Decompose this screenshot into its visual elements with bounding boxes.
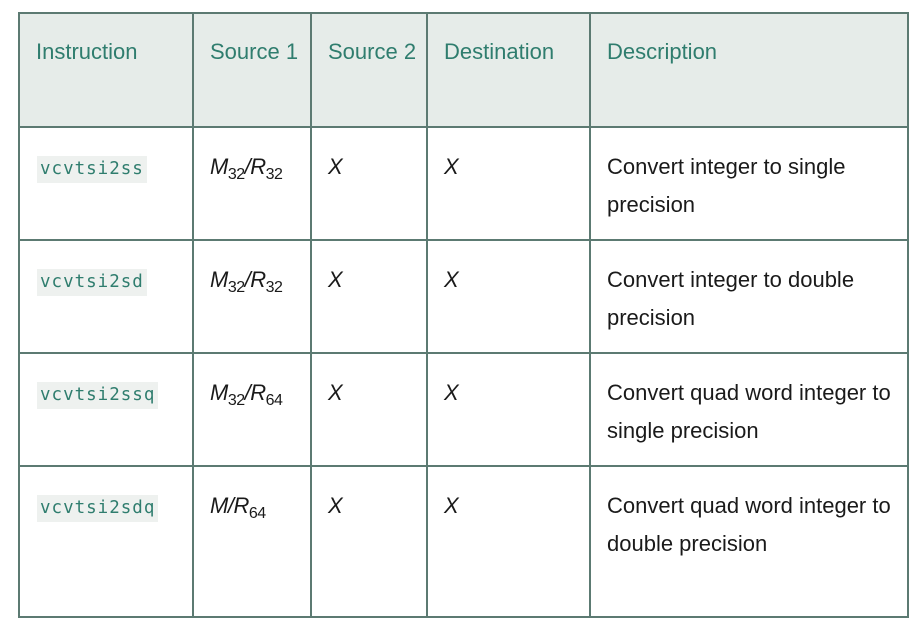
header-description: Description — [589, 12, 909, 128]
instruction-cell: vcvtsi2sd — [18, 239, 194, 354]
header-instruction: Instruction — [18, 12, 194, 128]
operand-main: M — [210, 380, 228, 405]
source-2-cell: X — [310, 239, 428, 354]
operand-main: R — [250, 267, 266, 292]
operand-notation: M32/R32 — [210, 267, 283, 296]
operand-subscript: 64 — [248, 505, 266, 522]
instruction-code: vcvtsi2ss — [37, 156, 147, 183]
source-2-value: X — [328, 493, 343, 518]
header-source-1: Source 1 — [192, 12, 312, 128]
operand-subscript: 32 — [265, 166, 283, 183]
header-source-2: Source 2 — [310, 12, 428, 128]
source-2-cell: X — [310, 352, 428, 467]
source-1-cell: M32/R64 — [192, 352, 312, 467]
operand-main: R — [250, 154, 266, 179]
destination-cell: X — [426, 126, 591, 241]
operand-subscript: 64 — [265, 392, 283, 409]
source-1-cell: M32/R32 — [192, 239, 312, 354]
source-2-cell: X — [310, 465, 428, 618]
operand-subscript: 32 — [227, 279, 245, 296]
header-row: Instruction Source 1 Source 2 Destinatio… — [18, 12, 909, 128]
operand-separator: / — [244, 267, 251, 292]
description-cell: Convert integer to double precision — [589, 239, 909, 354]
operand-separator: / — [244, 154, 251, 179]
operand-subscript: 32 — [265, 279, 283, 296]
instruction-cell: vcvtsi2ss — [18, 126, 194, 241]
table-row: vcvtsi2ss M32/R32 X X Convert integer to… — [18, 126, 909, 241]
table-row: vcvtsi2sd M32/R32 X X Convert integer to… — [18, 239, 909, 354]
operand-separator: / — [244, 380, 251, 405]
operand-main: M — [210, 154, 228, 179]
operand-main: R — [233, 493, 249, 518]
instruction-table: Instruction Source 1 Source 2 Destinatio… — [18, 12, 909, 618]
destination-cell: X — [426, 239, 591, 354]
operand-subscript: 32 — [227, 392, 245, 409]
operand-subscript: 32 — [227, 166, 245, 183]
operand-notation: M32/R64 — [210, 380, 283, 409]
table-row: vcvtsi2sdq M/R64 X X Convert quad word i… — [18, 465, 909, 618]
instruction-code: vcvtsi2sdq — [37, 495, 159, 522]
instruction-code: vcvtsi2ssq — [37, 382, 159, 409]
source-2-value: X — [328, 267, 343, 292]
source-1-cell: M/R64 — [192, 465, 312, 618]
instruction-cell: vcvtsi2ssq — [18, 352, 194, 467]
description-cell: Convert quad word integer to double prec… — [589, 465, 909, 618]
operand-notation: M32/R32 — [210, 154, 283, 183]
destination-value: X — [444, 380, 459, 405]
source-2-value: X — [328, 380, 343, 405]
operand-separator: / — [227, 493, 234, 518]
destination-value: X — [444, 267, 459, 292]
description-cell: Convert integer to single precision — [589, 126, 909, 241]
source-2-cell: X — [310, 126, 428, 241]
destination-value: X — [444, 154, 459, 179]
operand-main: M — [210, 267, 228, 292]
destination-cell: X — [426, 465, 591, 618]
operand-main: R — [250, 380, 266, 405]
operand-notation: M/R64 — [210, 493, 266, 522]
header-destination: Destination — [426, 12, 591, 128]
destination-value: X — [444, 493, 459, 518]
destination-cell: X — [426, 352, 591, 467]
operand-main: M — [210, 493, 228, 518]
instruction-cell: vcvtsi2sdq — [18, 465, 194, 618]
description-cell: Convert quad word integer to single prec… — [589, 352, 909, 467]
table-row: vcvtsi2ssq M32/R64 X X Convert quad word… — [18, 352, 909, 467]
source-1-cell: M32/R32 — [192, 126, 312, 241]
source-2-value: X — [328, 154, 343, 179]
instruction-code: vcvtsi2sd — [37, 269, 147, 296]
